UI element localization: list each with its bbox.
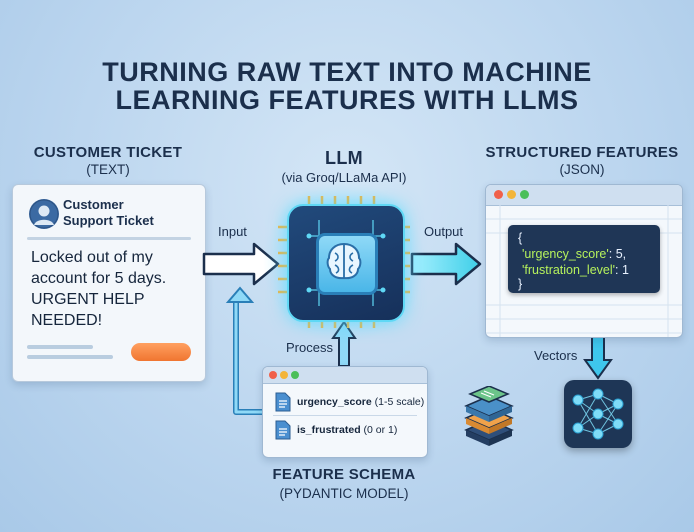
schema-window-titlebar	[263, 367, 427, 384]
llm-title: LLM	[325, 148, 363, 168]
json-value-frustration: : 1	[615, 263, 629, 277]
ticket-body-line3: URGENT HELP	[31, 291, 145, 308]
input-label: Input	[218, 224, 247, 239]
json-section-title: STRUCTURED FEATURES	[485, 144, 679, 161]
json-close-brace: }	[518, 277, 523, 291]
json-section-subtitle: (JSON)	[559, 162, 605, 177]
schema-loop-arrow	[225, 286, 262, 415]
ticket-body-line4: NEEDED!	[31, 312, 103, 329]
ticket-header-line2: Support Ticket	[63, 213, 154, 228]
schema-field-note: (1-5 scale)	[374, 396, 425, 408]
stack-layers-icon	[464, 386, 514, 446]
json-window-titlebar	[486, 185, 682, 206]
page-title-line2: LEARNING FEATURES WITH LLMS	[115, 85, 579, 115]
ticket-header-line1: Customer	[63, 197, 124, 212]
vectors-label: Vectors	[534, 348, 578, 363]
json-open-brace: {	[518, 231, 523, 245]
output-label: Output	[424, 224, 464, 239]
ticket-header: Customer Support Ticket	[63, 197, 183, 229]
schema-section-subtitle: (PYDANTIC MODEL)	[279, 486, 409, 501]
brain-chip-icon	[316, 233, 378, 295]
ticket-section-title: CUSTOMER TICKET	[33, 144, 183, 161]
schema-section-title: FEATURE SCHEMA	[272, 466, 416, 483]
json-code-block: { 'urgency_score': 5, 'frustration_level…	[508, 225, 660, 293]
window-maximize-dot[interactable]	[291, 371, 299, 379]
ticket-body-line2: account for 5 days.	[31, 270, 167, 287]
window-minimize-dot[interactable]	[280, 371, 288, 379]
window-close-dot[interactable]	[269, 371, 277, 379]
window-close-dot[interactable]	[494, 190, 503, 199]
user-avatar-icon	[29, 199, 59, 229]
schema-field-name: urgency_score	[297, 396, 372, 408]
json-key-frustration: 'frustration_level'	[522, 263, 616, 277]
schema-field-row: is_frustrated (0 or 1)	[271, 419, 417, 441]
json-key-urgency: 'urgency_score'	[522, 247, 609, 261]
ticket-submit-button[interactable]	[131, 343, 191, 361]
schema-field-note: (0 or 1)	[363, 424, 398, 436]
vectors-arrow	[583, 335, 613, 380]
json-value-urgency: : 5,	[608, 247, 627, 261]
schema-window: urgency_score (1-5 scale) is_frustrated …	[262, 366, 428, 458]
json-window: { 'urgency_score': 5, 'frustration_level…	[485, 184, 683, 338]
ticket-card: Customer Support Ticket Locked out of my…	[12, 184, 206, 382]
ticket-body: Locked out of my account for 5 days. URG…	[31, 247, 207, 331]
json-line-2: 'frustration_level': 1	[522, 263, 629, 277]
page-title-line1: TURNING RAW TEXT INTO MACHINE	[102, 57, 592, 87]
schema-divider	[273, 415, 417, 416]
schema-field-urgency: urgency_score (1-5 scale)	[297, 396, 424, 408]
schema-field-row: urgency_score (1-5 scale)	[271, 391, 424, 413]
json-line-1: 'urgency_score': 5,	[522, 247, 626, 261]
document-icon	[275, 420, 291, 440]
ticket-body-line1: Locked out of my	[31, 249, 153, 266]
window-minimize-dot[interactable]	[507, 190, 516, 199]
ticket-placeholder-bar	[27, 345, 93, 349]
neural-network-icon	[564, 380, 632, 448]
ticket-placeholder-bar	[27, 355, 113, 359]
schema-field-name: is_frustrated	[297, 424, 361, 436]
schema-field-frustrated: is_frustrated (0 or 1)	[297, 424, 397, 436]
document-icon	[275, 392, 291, 412]
llm-chip	[287, 204, 405, 322]
ticket-divider	[27, 237, 191, 240]
window-maximize-dot[interactable]	[520, 190, 529, 199]
ticket-section-subtitle: (TEXT)	[86, 162, 130, 177]
